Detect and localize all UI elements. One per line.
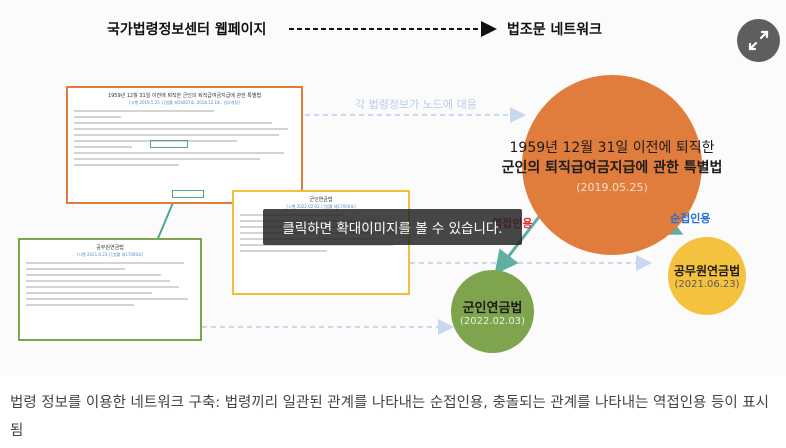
- expand-arrows-icon: [748, 30, 769, 51]
- expand-button[interactable]: [737, 19, 780, 62]
- node-name-line1: 1959년 12월 31일 이전에 퇴직한: [509, 139, 715, 156]
- node-date: (2022.02.03): [459, 315, 526, 327]
- node-date: (2019.05.25): [576, 180, 648, 194]
- doc-title: 1959년 12월 31일 이전에 퇴직한 군인의 퇴직급여금지급에 관한 특별…: [107, 93, 262, 99]
- source-label: 국가법령정보센터 웹페이지: [107, 22, 267, 38]
- sequential-citation-label: 순접인용: [670, 212, 711, 225]
- doc-subtitle: [시행 2019.5.25.] [법률 제16007호, 2018.12.18.…: [129, 100, 240, 105]
- network-figure[interactable]: 국가법령정보센터 웹페이지 법조문 네트워크 각 법령정보가 노드에 대응 19…: [0, 0, 786, 375]
- edge-note: 각 법령정보가 노드에 대응: [355, 98, 477, 111]
- doc-subtitle: [시행 2022.02.03.] [법률 제17000호]: [286, 204, 356, 209]
- doc-title: 군인연금법: [309, 197, 333, 203]
- node-name: 군인연금법: [462, 300, 523, 316]
- doc-title: 공무원연금법: [96, 245, 124, 251]
- doc-public-pension: 공무원연금법 [시행 2021.6.23.] [법률 제17000호]: [18, 238, 202, 341]
- node-name-line2: 군인의 퇴직급여금지급에 관한 특별법: [501, 159, 723, 176]
- zoom-tooltip: 클릭하면 확대이미지를 볼 수 있습니다.: [263, 209, 522, 245]
- node-public-pension: 공무원연금법 (2021.06.23): [668, 237, 746, 315]
- target-label: 법조문 네트워크: [507, 22, 603, 38]
- node-name: 공무원연금법: [673, 264, 741, 278]
- doc-highlight-2: [172, 190, 204, 198]
- doc-highlight-1: [150, 140, 188, 148]
- doc-special-act: 1959년 12월 31일 이전에 퇴직한 군인의 퇴직급여금지급에 관한 특별…: [66, 86, 303, 204]
- doc-subtitle: [시행 2021.6.23.] [법률 제17000호]: [76, 252, 144, 257]
- node-special-act: 1959년 12월 31일 이전에 퇴직한 군인의 퇴직급여금지급에 관한 특별…: [502, 75, 722, 255]
- figure-caption: 법령 정보를 이용한 네트워크 구축: 법령끼리 일관된 관계를 나타내는 순접…: [10, 395, 769, 439]
- node-military-pension: 군인연금법 (2022.02.03): [451, 270, 534, 353]
- node-date: (2021.06.23): [674, 279, 740, 290]
